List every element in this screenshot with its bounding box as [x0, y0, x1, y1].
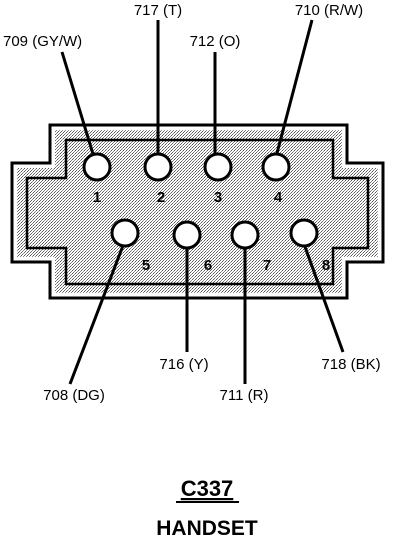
connector-inner-face: [25, 138, 370, 286]
wire-line-pin-5: [68, 242, 126, 385]
pin-5-number: 5: [142, 257, 150, 274]
pin-6-number: 6: [204, 257, 212, 274]
pin-8-number: 8: [322, 257, 330, 274]
pin-5-cavity: [110, 218, 140, 248]
pin-7-number: 7: [263, 257, 271, 274]
pin-8-cavity: [289, 218, 319, 248]
wire-label-pin-4: 710 (R/W): [295, 2, 363, 19]
pin-6-cavity: [172, 220, 202, 250]
wire-label-pin-2: 717 (T): [134, 2, 182, 19]
wire-label-pin-7: 711 (R): [220, 387, 269, 404]
wire-line-pin-4: [274, 19, 314, 158]
connector-name: HANDSET: [156, 517, 258, 540]
pin-2-number: 2: [157, 189, 165, 206]
pin-3-number: 3: [214, 189, 222, 206]
pin-2-cavity: [143, 152, 173, 182]
wire-label-pin-5: 708 (DG): [43, 387, 105, 404]
wire-line-pin-1: [60, 51, 95, 155]
wire-label-pin-1: 709 (GY/W): [3, 33, 82, 50]
wire-line-pin-8: [302, 243, 345, 353]
connector-code: C337: [181, 476, 234, 501]
wire-label-pin-6: 716 (Y): [159, 356, 208, 373]
pin-1-cavity: [82, 152, 112, 182]
pin-4-number: 4: [274, 189, 283, 206]
pin-7-cavity: [230, 220, 260, 250]
pin-3-cavity: [203, 152, 233, 182]
wire-label-pin-3: 712 (O): [190, 33, 241, 50]
pin-1-number: 1: [93, 189, 101, 206]
wire-label-pin-8: 718 (BK): [321, 356, 380, 373]
pin-4-cavity: [261, 152, 291, 182]
